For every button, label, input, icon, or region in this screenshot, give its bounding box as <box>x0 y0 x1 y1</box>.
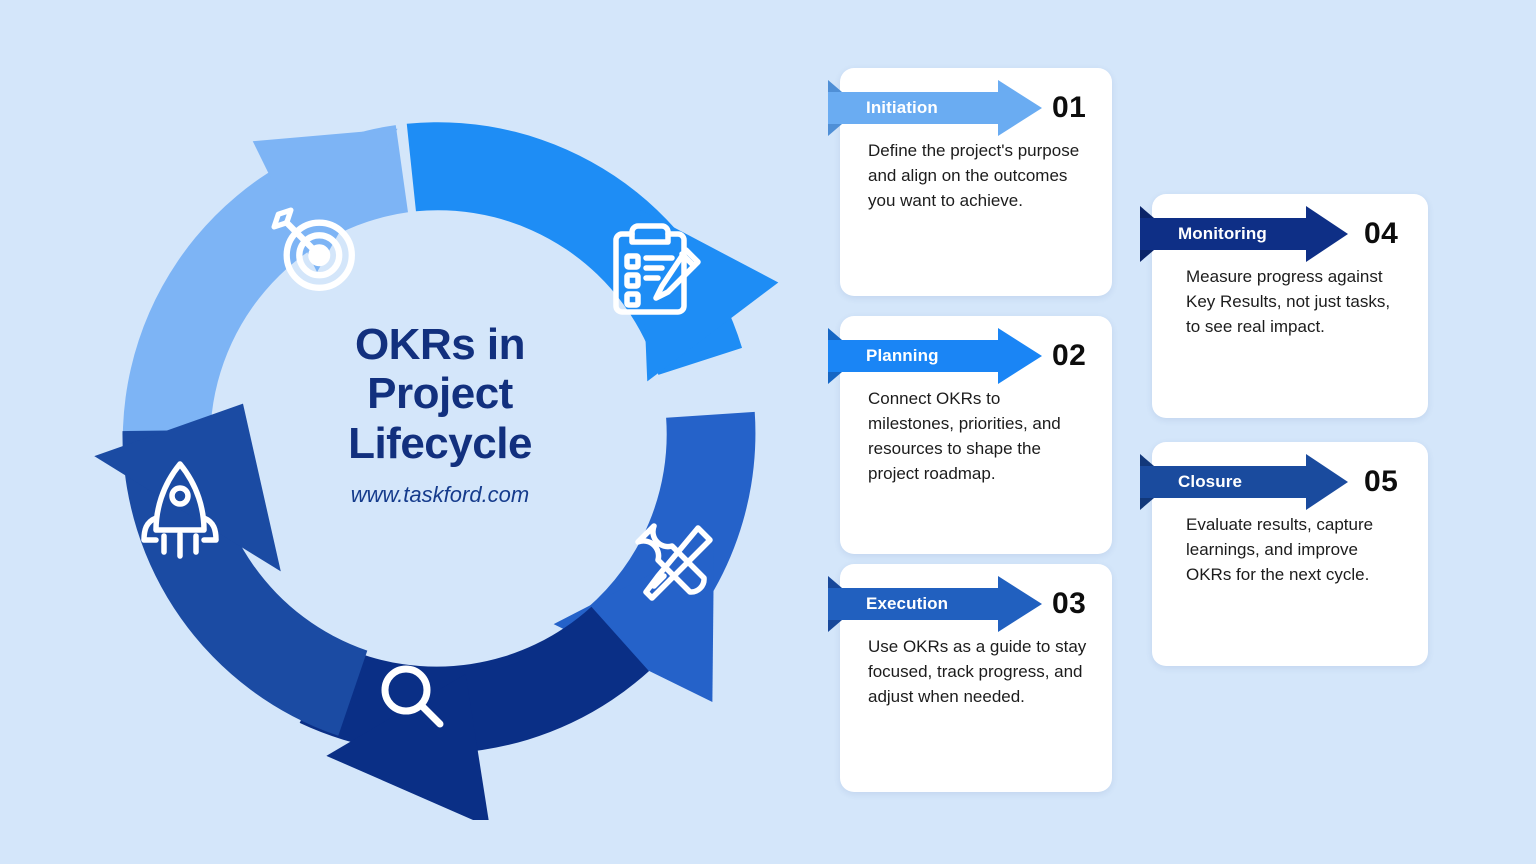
card-description: Measure progress against Key Results, no… <box>1186 267 1391 337</box>
card-description: Use OKRs as a guide to stay focused, tra… <box>868 637 1087 707</box>
arrow-fold-top <box>828 328 842 340</box>
arrow-shape <box>828 80 1042 136</box>
arrow-banner-planning <box>828 328 1042 384</box>
tools-icon <box>635 523 713 601</box>
arrow-banner-closure <box>1140 454 1348 510</box>
clipboard-checklist-pencil-icon <box>613 223 701 315</box>
arrow-fold-top <box>1140 206 1154 218</box>
card-number: 01 <box>1052 91 1087 124</box>
arrow-shape <box>828 328 1042 384</box>
website-url: www.taskford.com <box>350 481 530 507</box>
card-description: Evaluate results, capture learnings, and… <box>1186 515 1374 585</box>
page-title: OKRs in Project Lifecycle <box>348 320 532 468</box>
arrow-shape <box>1140 454 1348 510</box>
cycle-diagram: OKRs in Project Lifecycle www.taskford.c… <box>60 60 820 820</box>
rocket-icon <box>141 461 219 559</box>
target-icon <box>271 207 355 291</box>
arrow-fold-top <box>828 576 842 588</box>
step-card-execution[interactable]: Execution 03 Use OKRs as a guide to stay… <box>828 564 1112 792</box>
arrow-fold-bottom <box>828 372 842 384</box>
arrow-banner-initiation <box>828 80 1042 136</box>
center-label: OKRs in Project Lifecycle www.taskford.c… <box>290 320 590 508</box>
card-number: 03 <box>1052 587 1087 620</box>
arrow-fold-bottom <box>1140 250 1154 262</box>
magnifier-icon <box>381 665 444 728</box>
cycle-segment-initiation <box>122 125 408 457</box>
arrow-shape <box>1140 206 1348 262</box>
step-card-planning[interactable]: Planning 02 Connect OKRs to milestones, … <box>828 316 1112 554</box>
step-card-initiation[interactable]: Initiation 01 Define the project's purpo… <box>828 68 1112 296</box>
arrow-fold-top <box>1140 454 1154 466</box>
arrow-banner-execution <box>828 576 1042 632</box>
arrow-banner-monitoring <box>1140 206 1348 262</box>
step-card-monitoring[interactable]: Monitoring 04 Measure progress against K… <box>1140 194 1428 418</box>
card-description: Define the project's purpose and align o… <box>868 141 1080 211</box>
arrow-fold-top <box>828 80 842 92</box>
arrow-shape <box>828 576 1042 632</box>
card-number: 02 <box>1052 339 1087 372</box>
card-number: 05 <box>1364 465 1399 498</box>
arrow-fold-bottom <box>828 620 842 632</box>
cycle-segment-monitoring <box>299 606 649 820</box>
card-header: Execution 03 <box>828 564 1112 632</box>
card-header: Initiation 01 <box>828 68 1112 136</box>
arrow-fold-bottom <box>828 124 842 136</box>
card-description: Connect OKRs to milestones, priorities, … <box>868 389 1061 484</box>
card-header: Closure 05 <box>1140 442 1428 510</box>
arrow-fold-bottom <box>1140 498 1154 510</box>
cycle-segment-closure <box>94 403 368 736</box>
card-header: Monitoring 04 <box>1140 194 1428 262</box>
cycle-segment-execution <box>553 411 756 702</box>
step-card-closure[interactable]: Closure 05 Evaluate results, capture lea… <box>1140 442 1428 666</box>
card-number: 04 <box>1364 217 1399 250</box>
card-header: Planning 02 <box>828 316 1112 384</box>
